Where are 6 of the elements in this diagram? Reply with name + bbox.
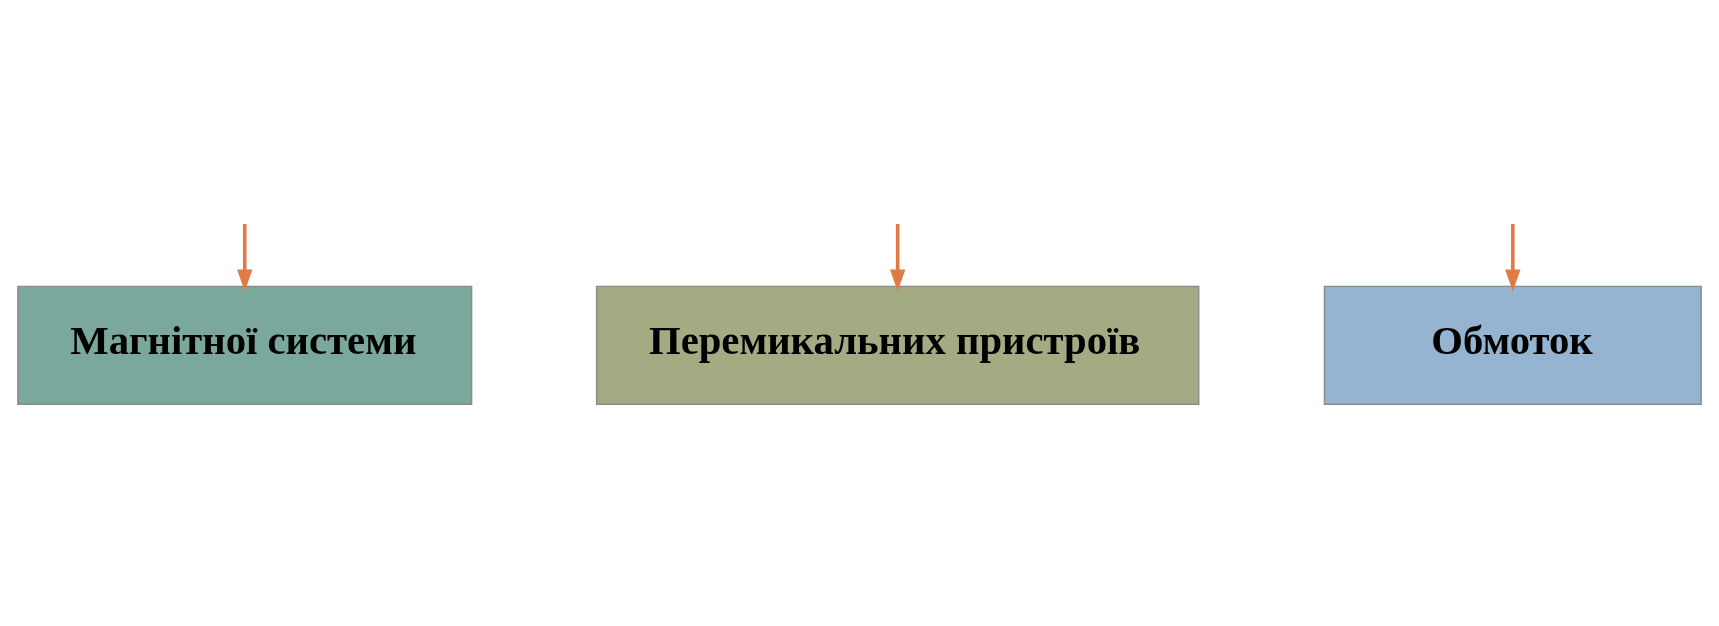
arrow — [237, 223, 253, 291]
node-box: Перемикальних пристроїв — [595, 285, 1200, 405]
node-box: Обмоток — [1323, 285, 1702, 405]
arrow — [890, 223, 906, 291]
arrow — [1505, 223, 1521, 291]
node-box: Магнітної системи — [17, 285, 473, 405]
